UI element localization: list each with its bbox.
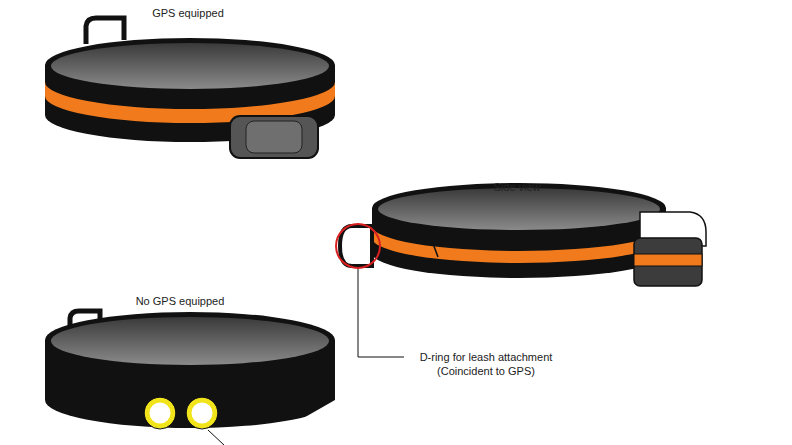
- gps-unit: [634, 238, 702, 286]
- caption-label: No GPS equipped: [110, 294, 250, 308]
- caption-label: GPS equipped: [118, 6, 258, 20]
- gps-unit-stripe: [634, 254, 702, 266]
- gps-collar: [45, 18, 335, 158]
- reflective-stud: [147, 400, 173, 426]
- collar-tab: [86, 18, 124, 44]
- gps-unit: [230, 116, 318, 158]
- collar-inside: [378, 188, 660, 230]
- caption-label: Side view: [457, 180, 577, 194]
- caption-label: D-ring for leash attachment (Coincident …: [410, 350, 562, 378]
- reflective-stripe: [372, 226, 666, 263]
- stripe-seam: [432, 241, 438, 257]
- collar-inside: [51, 43, 329, 89]
- leader-line: [358, 269, 404, 357]
- d-ring-highlight: [336, 224, 380, 268]
- plain-collar: [45, 311, 335, 445]
- stud-rim: [144, 397, 176, 429]
- side-view-collar: [336, 183, 706, 357]
- collar-band: [372, 183, 666, 278]
- collar-inside: [51, 317, 329, 365]
- collar-band: [45, 312, 335, 428]
- reflective-stud: [189, 400, 215, 426]
- d-ring: [340, 226, 372, 266]
- collar-edge-light: [300, 400, 335, 445]
- leader-line: [208, 430, 224, 445]
- stud-rim: [186, 397, 218, 429]
- gps-unit-face: [246, 121, 302, 153]
